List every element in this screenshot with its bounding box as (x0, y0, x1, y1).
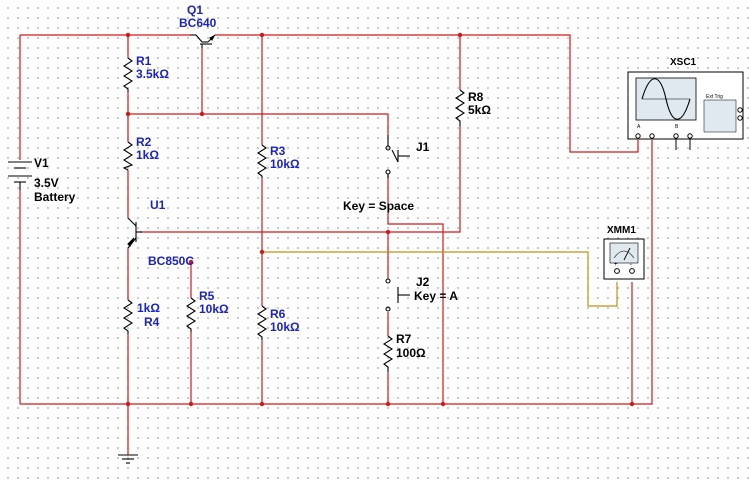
u1-ref: U1 (150, 198, 166, 212)
v1-value: 3.5V (34, 176, 59, 190)
r2-ref: R2 (136, 135, 152, 149)
j2-key: Key = A (414, 289, 458, 303)
v1-type: Battery (34, 190, 76, 204)
q1-model: BC640 (179, 16, 217, 30)
u1-model: BC850C (148, 254, 195, 268)
wire-top-rail (20, 34, 639, 153)
xmm1-plus: + (614, 262, 618, 268)
resistor-r7-symbol[interactable] (382, 335, 394, 372)
wires (19, 34, 653, 455)
r8-ref: R8 (468, 90, 484, 104)
battery-v1-symbol[interactable] (8, 161, 32, 190)
j1-key: Key = Space (343, 199, 415, 213)
r5-ref: R5 (199, 289, 215, 303)
xmm1-minus: − (629, 262, 633, 268)
resistor-r4-symbol[interactable] (122, 299, 134, 334)
resistor-r3-symbol[interactable] (256, 144, 268, 178)
r3-ref: R3 (270, 144, 286, 158)
r1-value: 3.5kΩ (136, 67, 169, 81)
r5-value: 10kΩ (199, 302, 229, 316)
r4-value: 1kΩ (137, 301, 160, 315)
v1-ref: V1 (34, 156, 49, 170)
xsc1-ref: XSC1 (670, 57, 697, 68)
xsc1-ch-b: B (675, 124, 679, 130)
r6-value: 10kΩ (270, 320, 300, 334)
meter-needle-icon (623, 247, 631, 261)
xsc1-ext-trig: Ext Trig (706, 94, 723, 100)
wire-r1-r2-node (128, 113, 389, 135)
r6-ref: R6 (270, 307, 286, 321)
r2-value: 1kΩ (136, 148, 159, 162)
resistor-r6-symbol[interactable] (256, 305, 268, 340)
r7-value: 100Ω (396, 346, 426, 360)
multimeter-xmm1[interactable] (603, 238, 645, 280)
r7-ref: R7 (396, 332, 412, 346)
j1-ref: J1 (416, 140, 430, 154)
r1-ref: R1 (136, 54, 152, 68)
ground-symbol (118, 454, 138, 464)
transistor-q1-symbol[interactable] (190, 34, 216, 48)
resistor-r1-symbol[interactable] (122, 57, 134, 92)
wire-meter-plus (262, 251, 618, 307)
wire-bottom-rail (20, 140, 653, 405)
transistor-u1-symbol[interactable] (127, 217, 142, 249)
wire-j1-lower (387, 175, 444, 404)
junctions (125, 32, 635, 407)
r4-ref: R4 (144, 315, 160, 329)
resistor-r8-symbol[interactable] (454, 89, 466, 126)
switch-j2-symbol[interactable] (385, 278, 410, 312)
r3-value: 10kΩ (270, 157, 300, 171)
xsc1-ch-a: A (637, 124, 641, 130)
wire-r8 (388, 35, 461, 233)
resistor-r5-symbol[interactable] (185, 297, 197, 332)
resistor-r2-symbol[interactable] (122, 141, 134, 171)
oscilloscope-xsc1[interactable] (627, 71, 744, 150)
xmm1-ref: XMM1 (607, 225, 636, 236)
r8-value: 5kΩ (468, 103, 491, 117)
q1-ref: Q1 (187, 3, 204, 17)
switch-j1-symbol[interactable] (385, 135, 410, 178)
j2-ref: J2 (416, 275, 430, 289)
